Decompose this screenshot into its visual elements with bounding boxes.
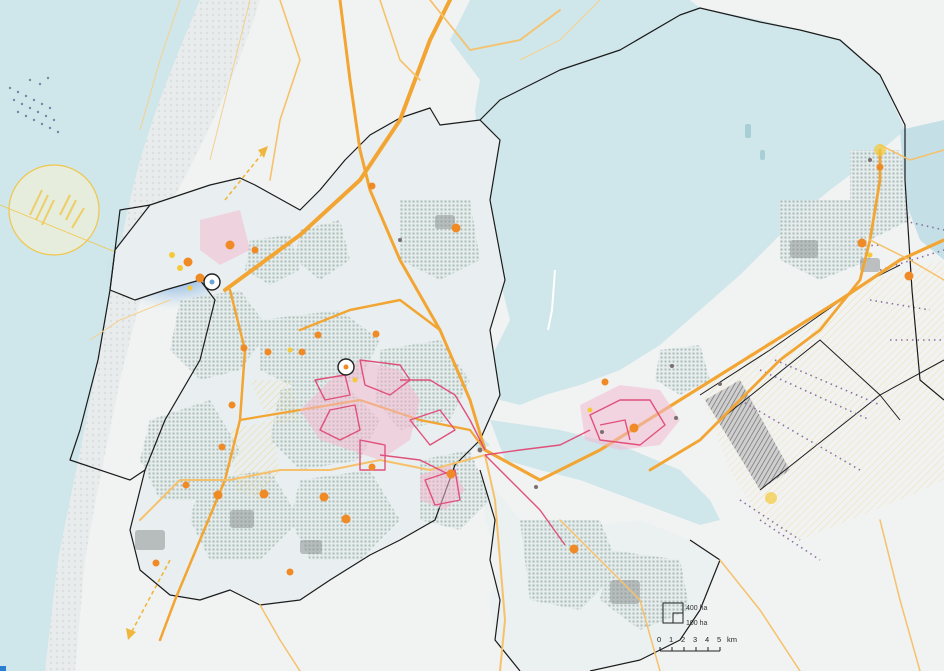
offshore-windfarm-dots xyxy=(8,76,60,134)
poi-icon xyxy=(569,544,579,554)
poi-icon xyxy=(314,331,322,339)
legend-area-small: 100 ha xyxy=(686,620,708,627)
coastal-boundary xyxy=(69,204,151,481)
scale-tick-3: 3 xyxy=(693,635,697,644)
region-boundary xyxy=(109,107,506,606)
poi-icon xyxy=(341,514,351,524)
red-district-network xyxy=(314,359,666,546)
poi-icon xyxy=(857,238,867,248)
lake-islets xyxy=(745,124,765,160)
area-legend: 400 ha 100 ha xyxy=(662,602,708,627)
corner-mark xyxy=(0,666,6,671)
scale-tick-2: 2 xyxy=(681,635,685,644)
dune-strip xyxy=(45,0,260,671)
scale-bar: 0 1 2 3 4 5 km xyxy=(657,635,737,652)
southeast-boundary xyxy=(479,469,721,671)
flevoland-dark-field xyxy=(705,380,790,490)
polder-grid-lines xyxy=(699,264,944,491)
poi-icon xyxy=(228,401,236,409)
poi-icon xyxy=(446,469,456,479)
yellow-markers xyxy=(169,144,886,504)
yellow-hatch-west xyxy=(230,420,280,500)
poi-icon xyxy=(213,490,223,500)
poi-icon xyxy=(259,489,269,499)
scale-tick-0: 0 xyxy=(657,635,661,644)
poi-icon xyxy=(876,163,884,171)
poi-icon xyxy=(368,463,376,471)
poi-icon xyxy=(298,348,306,356)
lake-dike xyxy=(547,269,556,331)
district-fill-north xyxy=(200,210,250,265)
lake-boundary xyxy=(479,7,944,401)
road-network xyxy=(89,0,944,671)
poi-markers xyxy=(152,163,914,576)
markermeer-lake xyxy=(450,0,905,405)
poi-icon xyxy=(218,443,226,451)
scale-unit: km xyxy=(727,635,737,644)
urban-dark-areas xyxy=(135,215,880,604)
station-dots xyxy=(398,158,872,489)
poi-icon xyxy=(451,223,461,233)
legend-square-small xyxy=(672,612,684,624)
scale-tick-4: 4 xyxy=(705,635,709,644)
legend-area-large: 400 ha xyxy=(686,605,708,612)
scale-tick-5: 5 xyxy=(717,635,721,644)
poi-icon xyxy=(904,271,914,281)
poi-icon xyxy=(195,273,205,283)
yellow-hatch-west-2 xyxy=(250,380,300,425)
poi-icon xyxy=(225,240,235,250)
poi-icon xyxy=(264,348,272,356)
scale-tick-1: 1 xyxy=(669,635,673,644)
poi-icon xyxy=(251,246,259,254)
poi-icon xyxy=(368,182,376,190)
poi-icon xyxy=(182,481,190,489)
poi-icon xyxy=(286,568,294,576)
poi-icon xyxy=(372,330,380,338)
windfarm-callout xyxy=(0,164,136,261)
poi-icon xyxy=(240,344,248,352)
development-arrows xyxy=(129,149,266,636)
poi-icon xyxy=(152,559,160,567)
junction-markers xyxy=(203,273,355,376)
poi-icon xyxy=(601,378,609,386)
poi-icon xyxy=(629,423,639,433)
arrow-head-north xyxy=(258,146,268,158)
poi-icon xyxy=(319,492,329,502)
arrow-head-south xyxy=(126,628,136,640)
poi-icon xyxy=(183,257,193,267)
eastern-water xyxy=(900,120,944,260)
